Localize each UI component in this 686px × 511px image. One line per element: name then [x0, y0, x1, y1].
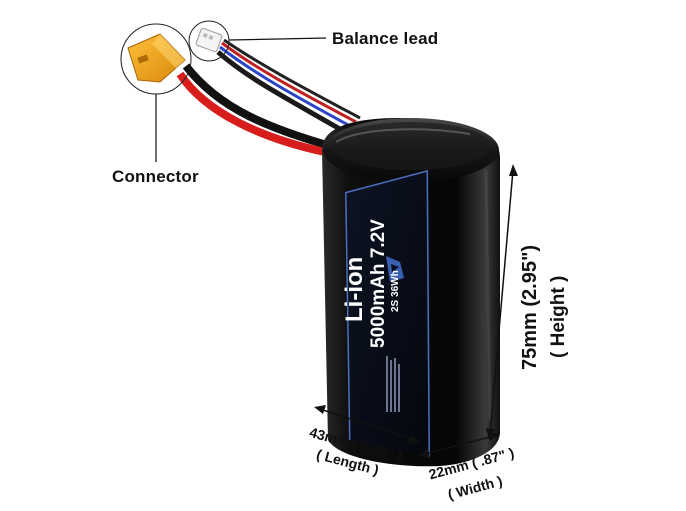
wire-bundle [176, 38, 361, 156]
length-dimension-arrow [314, 405, 420, 444]
warning-fine-print [386, 356, 400, 412]
brand-logo-icon [386, 256, 404, 282]
battery-label: Li-ion 5000mAh 7.2V 2S 36Wh [341, 170, 430, 458]
callout-lines [155, 37, 327, 162]
label-capacity-voltage: 5000mAh 7.2V [368, 219, 389, 348]
balance-lead-label: Balance lead [332, 29, 439, 48]
width-dimension-arrow [418, 432, 500, 458]
connector-label: Connector [112, 167, 199, 186]
label-chemistry: Li-ion [341, 257, 368, 322]
dimension-arrows [314, 164, 518, 458]
height-name: ( Height ) [548, 275, 569, 358]
label-config-energy: 2S 36Wh [390, 270, 401, 312]
balance-lead-plug [188, 20, 230, 62]
height-value: 75mm (2.95") [519, 244, 541, 370]
xt-connector [120, 23, 192, 95]
